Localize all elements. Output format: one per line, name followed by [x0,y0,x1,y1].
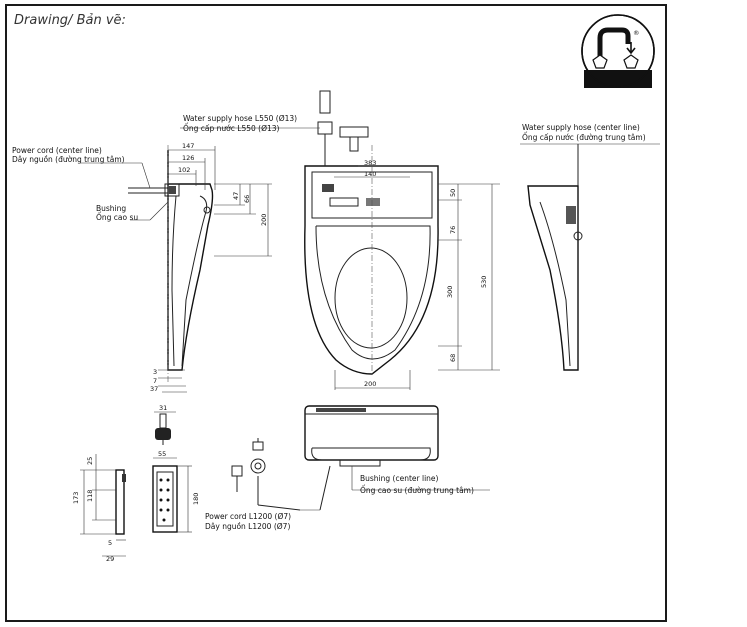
bushing-center-label-vi: Ống cao su (đường trung tâm) [360,485,474,495]
power-cord-length-label-en: Power cord L1200 (Ø7) [205,512,291,521]
dim-37: 37 [150,385,158,393]
bushing-center-label-en: Bushing (center line) [360,474,439,483]
power-cord-center-label-en: Power cord (center line) [12,146,102,155]
dim-383: 383 [364,159,376,167]
dim-140: 140 [364,170,376,178]
dim-25: 25 [86,457,94,465]
dim-530: 530 [480,276,488,288]
water-hose-label-en: Water supply hose L550 (Ø13) [183,114,297,123]
right-profile-view [520,143,660,371]
bushing-label-vi: Ống cao su [96,212,138,222]
registered-mark: ® [633,29,640,37]
plug-part: 31 [154,404,176,445]
dim-31: 31 [159,404,167,412]
side-view: 147 126 102 47 66 200 3 7 37 [80,142,272,393]
dim-68: 68 [449,354,457,362]
drawing-border [5,4,667,622]
dim-126: 126 [182,154,194,162]
front-view [257,405,490,511]
bushing-label-en: Bushing [96,204,126,213]
water-hose-label-vi: Ống cấp nước L550 (Ø13) [183,123,280,133]
dim-5: 5 [108,539,112,547]
remote-front-view: 55 180 [152,450,200,533]
dim-76: 76 [449,226,457,234]
dim-118: 118 [86,490,94,502]
dim-173: 173 [72,492,80,504]
dim-300: 300 [446,286,454,298]
dim-3: 3 [153,368,157,376]
dim-55: 55 [158,450,166,458]
water-hose-center-label-en: Water supply hose (center line) [522,123,640,132]
top-view: 383 140 50 76 300 68 530 200 [180,90,500,390]
dim-29: 29 [106,555,114,563]
dim-50: 50 [449,189,457,197]
water-inlet-icon: ® [581,14,655,88]
dim-180: 180 [192,493,200,505]
dim-7: 7 [153,377,157,385]
power-cord-center-label-vi: Dây nguồn (đường trung tâm) [12,155,125,164]
drawing-title: Drawing/ Bản vẽ: [14,13,126,28]
dim-147: 147 [182,142,194,150]
dim-47: 47 [232,192,240,200]
power-cord-length-label-vi: Dây nguồn L1200 (Ø7) [205,522,290,531]
dim-200: 200 [260,214,268,226]
dim-102: 102 [178,166,190,174]
remote-side-view: 173 118 25 5 29 [72,454,126,563]
water-hose-center-label-vi: Ống cấp nước (đường trung tâm) [522,132,646,142]
dim-66: 66 [243,195,251,203]
connector-parts [231,438,266,492]
dim-200-top: 200 [364,380,376,388]
